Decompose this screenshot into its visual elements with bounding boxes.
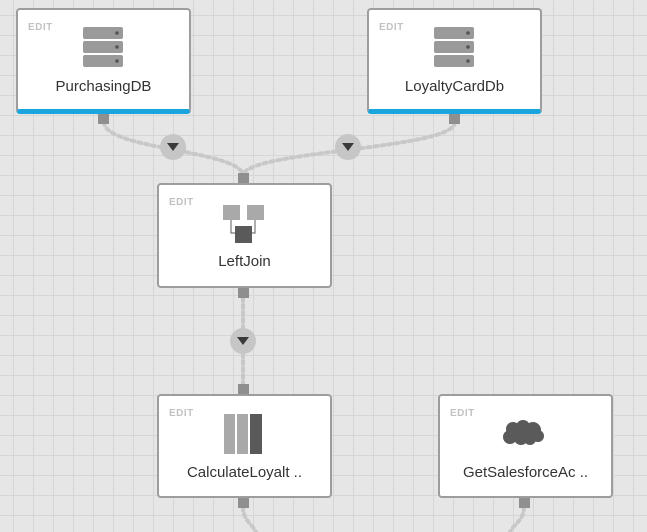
input-port[interactable] xyxy=(238,384,249,394)
join-icon xyxy=(223,205,264,243)
node-label: LoyaltyCardDb xyxy=(404,78,505,95)
expand-toggle-icon[interactable] xyxy=(230,328,256,354)
node-label: GetSalesforceAc .. xyxy=(462,464,589,481)
node-label: LeftJoin xyxy=(218,253,271,270)
node-left-join[interactable]: EDIT LeftJoin xyxy=(157,183,332,288)
columns-icon xyxy=(224,414,262,454)
edit-link[interactable]: EDIT xyxy=(169,408,194,419)
edit-link[interactable]: EDIT xyxy=(28,22,53,33)
input-port[interactable] xyxy=(238,173,249,183)
output-port[interactable] xyxy=(449,114,460,124)
output-port[interactable] xyxy=(238,498,249,508)
output-port[interactable] xyxy=(238,288,249,298)
node-purchasing-db[interactable]: EDIT PurchasingDB xyxy=(16,8,191,114)
output-port[interactable] xyxy=(519,498,530,508)
salesforce-cloud-icon xyxy=(503,420,544,445)
connector-calculate-out xyxy=(241,505,258,532)
edit-link[interactable]: EDIT xyxy=(379,22,404,33)
output-port[interactable] xyxy=(98,114,109,124)
node-loyalty-card-db[interactable]: EDIT LoyaltyCardDb xyxy=(367,8,542,114)
expand-toggle-icon[interactable] xyxy=(160,134,186,160)
node-calculate-loyalty[interactable]: EDIT CalculateLoyalt .. xyxy=(157,394,332,498)
node-label: PurchasingDB xyxy=(55,78,152,95)
edit-link[interactable]: EDIT xyxy=(450,408,475,419)
node-label: CalculateLoyalt .. xyxy=(186,464,303,481)
database-icon xyxy=(83,27,123,67)
connector-salesforce-out xyxy=(508,505,526,532)
node-get-salesforce[interactable]: EDIT GetSalesforceAc .. xyxy=(438,394,613,498)
expand-toggle-icon[interactable] xyxy=(335,134,361,160)
edit-link[interactable]: EDIT xyxy=(169,197,194,208)
database-icon xyxy=(434,27,474,67)
